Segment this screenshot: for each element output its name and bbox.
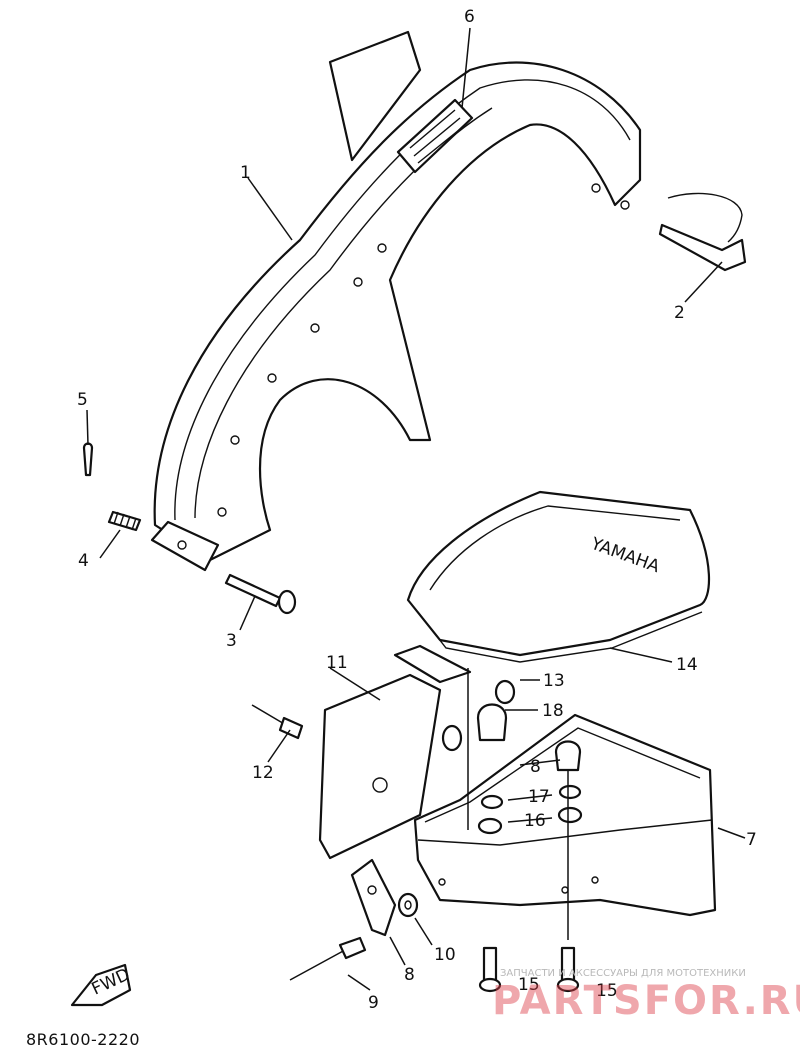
bolt-with-washer bbox=[251, 704, 304, 740]
leader-lines bbox=[86, 27, 746, 991]
callout-6: 6 bbox=[464, 7, 475, 27]
callout-11: 11 bbox=[326, 653, 348, 673]
bolt-bottom-left bbox=[478, 946, 502, 993]
latch-clip bbox=[658, 192, 747, 272]
caution-label bbox=[396, 98, 474, 174]
battery-tray bbox=[413, 713, 717, 917]
callout-14: 14 bbox=[676, 655, 698, 675]
callout-12: 12 bbox=[252, 763, 274, 783]
callout-13: 13 bbox=[543, 671, 565, 691]
washer bbox=[397, 892, 419, 918]
callout-1: 1 bbox=[240, 163, 251, 183]
callout-8-upper: 8 bbox=[530, 757, 541, 777]
box-lid: YAMAHA bbox=[393, 490, 711, 684]
drawing-code: 8R6100-2220 bbox=[26, 1030, 141, 1049]
callout-5: 5 bbox=[77, 390, 88, 410]
callout-15-right: 15 bbox=[596, 981, 618, 1001]
callout-16: 16 bbox=[524, 811, 546, 831]
grommet-side bbox=[441, 724, 463, 752]
grommet-upper bbox=[494, 679, 516, 705]
spring bbox=[107, 510, 142, 532]
callout-18: 18 bbox=[542, 701, 564, 721]
mounting-bracket bbox=[350, 858, 397, 937]
callout-2: 2 bbox=[674, 303, 685, 323]
watermark-site: PARTSFOR.RU bbox=[492, 978, 800, 1024]
callout-4: 4 bbox=[78, 551, 89, 571]
cotter-pin bbox=[82, 442, 94, 477]
callout-10: 10 bbox=[434, 945, 456, 965]
callout-labels: 1 2 3 4 5 6 7 8 8 9 10 11 12 13 14 15 15… bbox=[77, 7, 757, 1013]
watermark-subtitle: ЗАПЧАСТИ И АКСЕССУАРЫ ДЛЯ МОТОТЕХНИКИ bbox=[500, 968, 746, 979]
callout-15-left: 15 bbox=[518, 975, 540, 995]
chain-case-cover bbox=[150, 30, 642, 572]
pin-bolt bbox=[224, 573, 297, 615]
bolt-bottom-right bbox=[556, 946, 580, 993]
callout-8-lower: 8 bbox=[404, 965, 415, 985]
callout-9: 9 bbox=[368, 993, 379, 1013]
cap-nut-upper bbox=[476, 703, 508, 742]
callout-3: 3 bbox=[226, 631, 237, 651]
long-bolt bbox=[289, 936, 367, 981]
callout-7: 7 bbox=[746, 830, 757, 850]
side-plate bbox=[318, 673, 442, 860]
forward-arrow-icon: FWD bbox=[70, 963, 133, 1007]
callout-17: 17 bbox=[528, 787, 550, 807]
